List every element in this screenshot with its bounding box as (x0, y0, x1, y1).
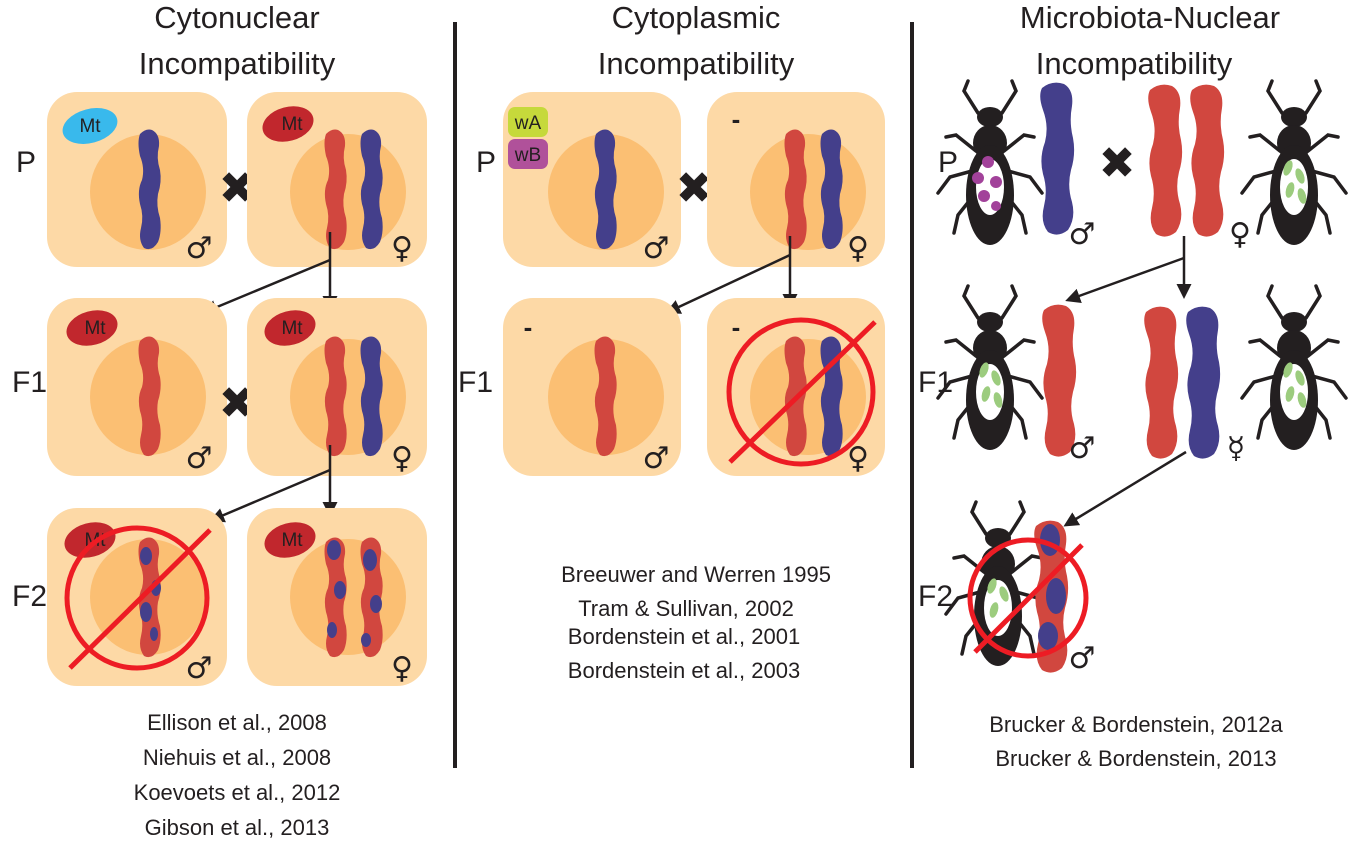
cross-symbol: ✖ (676, 163, 713, 214)
chromosome-red (1144, 306, 1179, 459)
cell-f1-female: Mt ♀ (247, 298, 427, 476)
generation-label-p: P (476, 146, 496, 179)
cross-symbol: ✖ (1099, 138, 1136, 189)
male-symbol: ♂ (643, 231, 670, 266)
mito-label: Mt (281, 530, 303, 551)
reference: Niehuis et al., 2008 (143, 745, 331, 770)
male-symbol: ♂ (1069, 431, 1096, 466)
mito-label: Mt (84, 318, 106, 339)
prohibited-icon (967, 537, 1089, 659)
reference: Breeuwer and Werren 1995 (561, 562, 831, 587)
arrows-p-f1 (1065, 236, 1192, 303)
female-symbol: ♀ (1229, 217, 1251, 252)
mito-label: Mt (281, 114, 303, 135)
cell-f2-female: Mt ♀ (247, 508, 427, 686)
panel2-title-line2: Incompatibility (598, 46, 795, 81)
panel-cytoplasmic: P F1 wA wB ♂ ✖ - ♀ (458, 92, 885, 683)
fly-p-female (1240, 79, 1348, 247)
fly-f1-female (1240, 284, 1348, 452)
chromosome-blue (1040, 82, 1075, 235)
panel2-title-line1: Cytoplasmic (612, 0, 781, 35)
reference: Koevoets et al., 2012 (134, 780, 341, 805)
generation-label-f2: F2 (12, 580, 47, 613)
mito-label: Mt (79, 116, 101, 137)
panel-cytonuclear: P F1 F2 Mt ♂ ✖ Mt ♀ (12, 92, 427, 840)
cell-f1-female: - ♀ (707, 298, 885, 476)
mito-label: Mt (281, 318, 303, 339)
arrows-p-f1 (665, 236, 798, 314)
microbes-green (1283, 160, 1307, 204)
mitochondria-blue (62, 108, 118, 144)
hermaphrodite-symbol: ☿ (1227, 431, 1245, 466)
fly-p-male (936, 79, 1044, 247)
chromosome-red (1190, 84, 1225, 237)
generation-label-p: P (938, 146, 958, 179)
panel1-title-line2: Incompatibility (139, 46, 336, 81)
arrows-f1-f2 (1063, 450, 1187, 527)
generation-label-f1: F1 (458, 366, 493, 399)
reference: Gibson et al., 2013 (145, 815, 330, 840)
female-symbol: ♀ (847, 441, 869, 476)
cell-f1-male: Mt ♂ (47, 298, 227, 476)
fly-f2-male (944, 500, 1052, 668)
mitochondria-red (262, 106, 314, 142)
generation-label-f1: F1 (12, 366, 47, 399)
male-symbol: ♂ (643, 441, 670, 476)
male-symbol: ♂ (186, 441, 213, 476)
generation-label-f1: F1 (918, 366, 953, 399)
wolbachia-b-badge (508, 139, 548, 169)
cell-f2-male: Mt ♂ (47, 508, 227, 686)
male-symbol: ♂ (186, 651, 213, 686)
cell-p-female: - ♀ (707, 92, 885, 267)
microbes-purple (972, 156, 1002, 211)
wolbachia-a-label: wA (514, 113, 542, 134)
male-symbol: ♂ (186, 231, 213, 266)
cell-p-female: Mt ♀ (247, 92, 427, 267)
reference: Ellison et al., 2008 (147, 710, 327, 735)
no-symbiont-mark: - (732, 104, 741, 134)
panel1-title-line1: Cytonuclear (154, 0, 319, 35)
prohibited-icon (726, 317, 876, 467)
male-symbol: ♂ (1069, 217, 1096, 252)
prohibited-icon (64, 525, 210, 671)
female-symbol: ♀ (847, 231, 869, 266)
cell-p-male: wA wB ♂ (503, 92, 681, 267)
generation-label-f2: F2 (918, 580, 953, 613)
female-symbol: ♀ (391, 231, 413, 266)
cell-p-male: Mt ♂ (47, 92, 227, 267)
chromosome-red (1148, 84, 1183, 237)
female-symbol: ♀ (391, 441, 413, 476)
wolbachia-b-label: wB (514, 145, 541, 166)
chromosome-blue (1186, 306, 1221, 459)
wolbachia-a-badge (508, 107, 548, 137)
chromosome-recombinant (1034, 520, 1069, 673)
panel-microbiota-nuclear: P F1 F2 ♂ ✖ ♀ (918, 79, 1348, 771)
arrows-f1-f2 (209, 445, 338, 523)
female-symbol: ♀ (391, 651, 413, 686)
panel3-title-line2: Incompatibility (1036, 46, 1233, 81)
generation-label-p: P (16, 146, 36, 179)
reference: Bordenstein et al., 2003 (568, 658, 800, 683)
male-symbol: ♂ (1069, 641, 1096, 676)
reference: Tram & Sullivan, 2002 (578, 596, 794, 621)
fly-f1-male (936, 284, 1044, 452)
reference: Brucker & Bordenstein, 2013 (995, 746, 1276, 771)
reference: Brucker & Bordenstein, 2012a (989, 712, 1283, 737)
cell-f1-male: - ♂ (503, 298, 681, 476)
no-symbiont-mark: - (524, 312, 533, 342)
no-symbiont-mark: - (732, 312, 741, 342)
reference: Bordenstein et al., 2001 (568, 624, 800, 649)
panel3-title-line1: Microbiota-Nuclear (1020, 0, 1280, 35)
